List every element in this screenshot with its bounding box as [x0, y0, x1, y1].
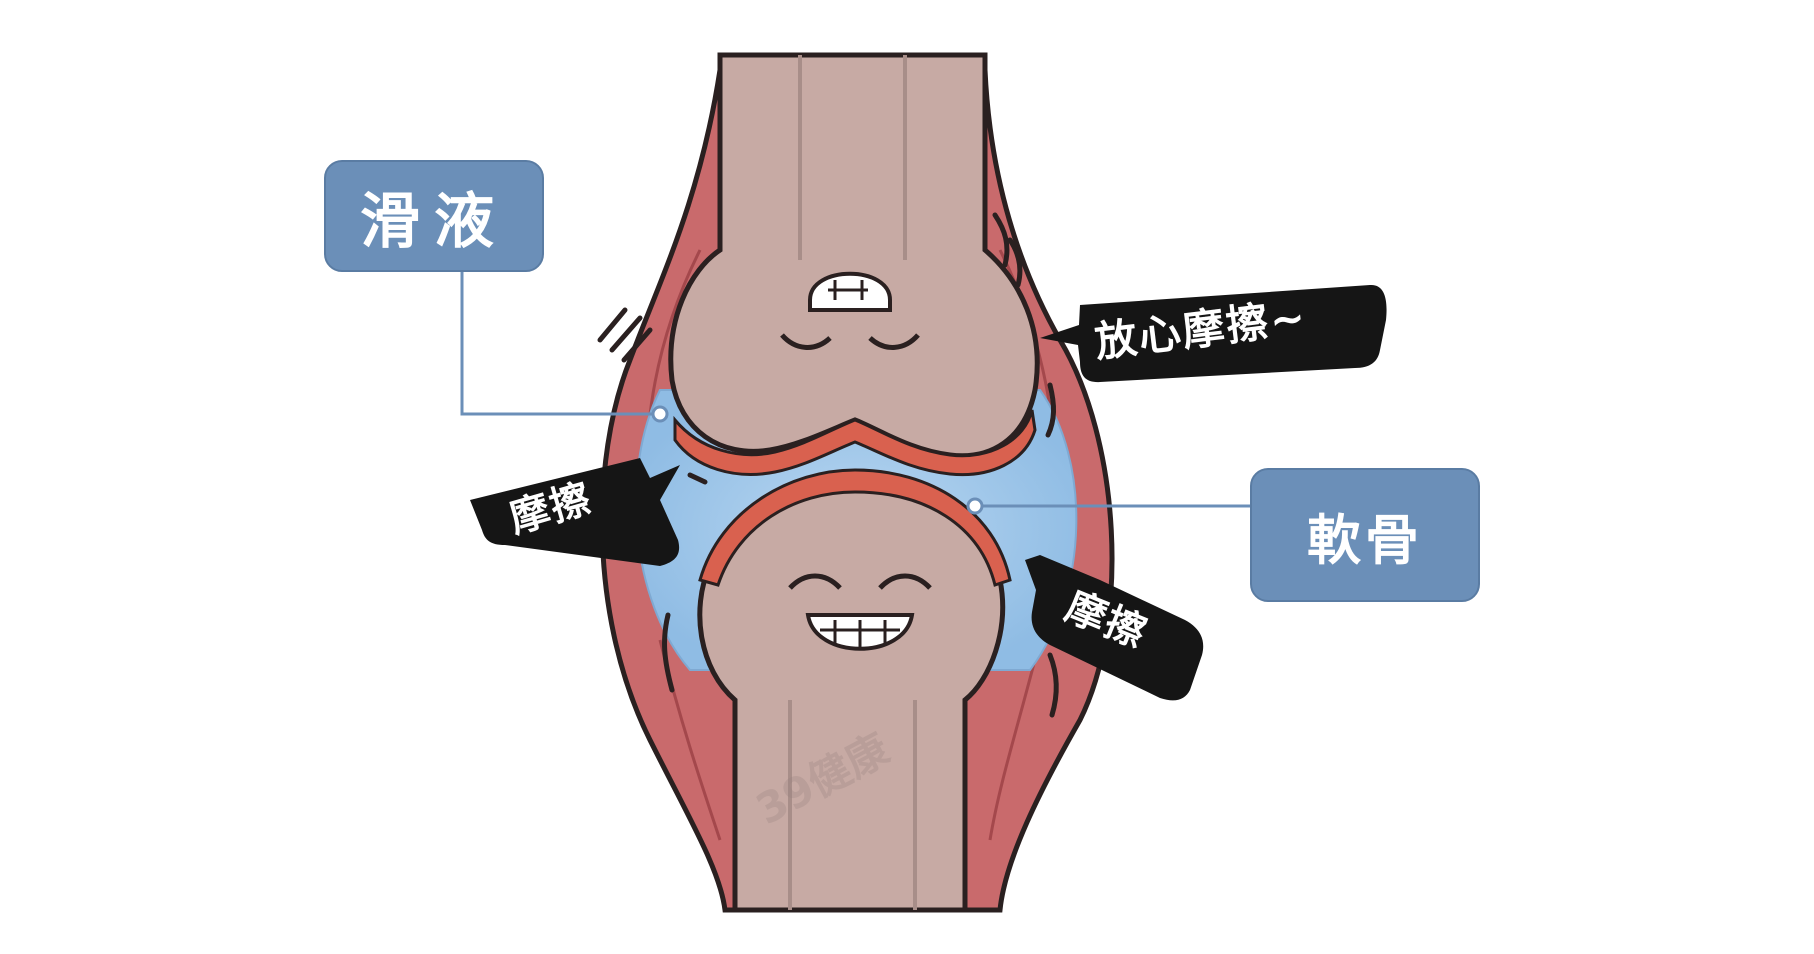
synovial-fluid-label: 滑液: [324, 160, 544, 272]
motion-marks: [597, 212, 1059, 718]
lower-cartilage: [698, 468, 1012, 587]
leader-lines: [460, 272, 1250, 508]
lower-bone-shading: [788, 700, 917, 910]
speech-bubble-left: [470, 458, 680, 566]
lower-bone: [697, 482, 1006, 913]
cartilage-label: 軟骨: [1250, 468, 1480, 602]
cartilage-leader-dot: [966, 497, 984, 515]
synovial-leader-dot: [651, 405, 669, 423]
synovial-leader-line: [460, 272, 660, 416]
upper-bone: [668, 52, 1040, 459]
lower-bone-face: [788, 573, 932, 651]
upper-cartilage: [673, 409, 1037, 477]
speech-bubble-top: [1040, 284, 1387, 383]
bone-shading: [798, 55, 907, 260]
speech-bubble-right: [1025, 555, 1204, 701]
upper-bone-face: [780, 271, 920, 350]
